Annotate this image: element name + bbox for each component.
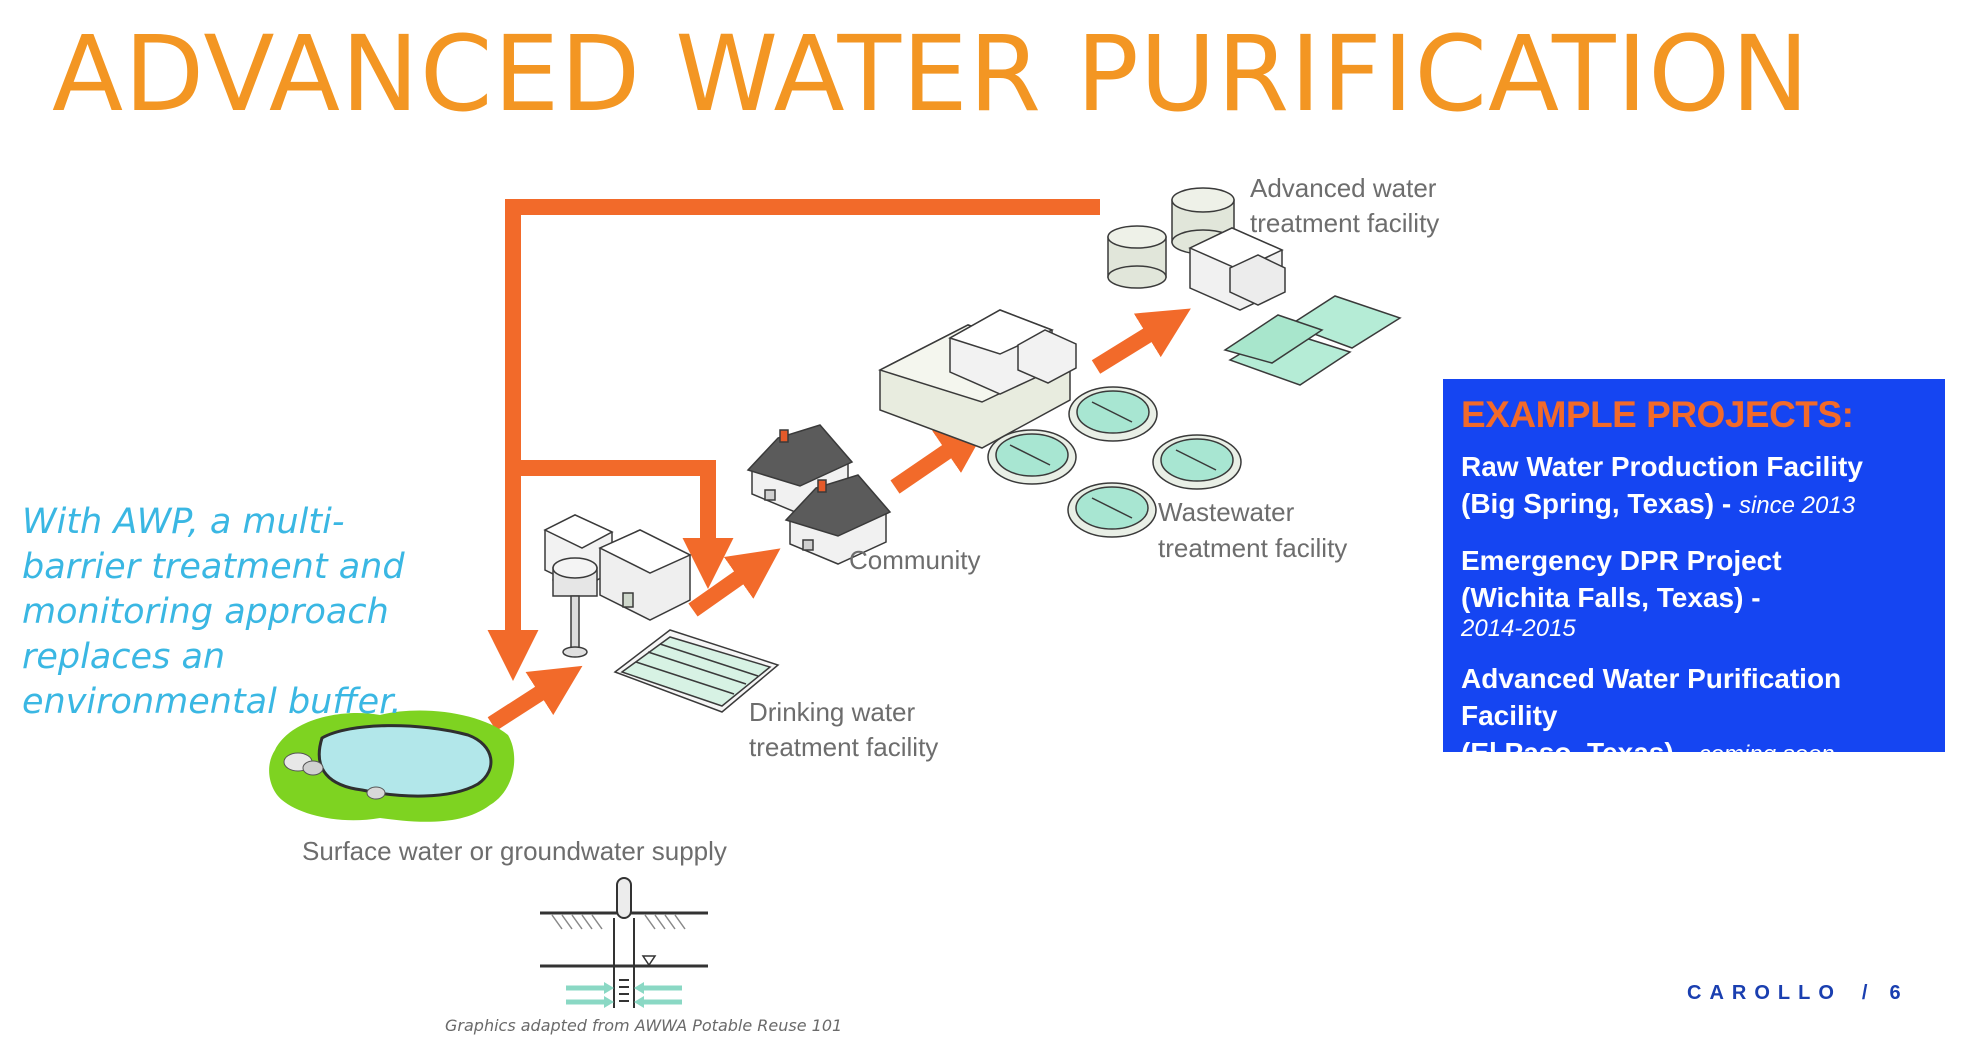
well-illustration xyxy=(540,877,708,1008)
flow-arrows xyxy=(487,199,1191,731)
drinking-water-facility-illustration xyxy=(543,514,780,713)
page-title: ADVANCED WATER PURIFICATION xyxy=(52,13,1810,135)
project-item: Advanced Water Purification Facility (El… xyxy=(1461,660,1929,773)
footer-separator: / xyxy=(1861,982,1868,1004)
arrow-community-to-wwt xyxy=(890,422,989,494)
project-location: (Big Spring, Texas) - xyxy=(1461,488,1732,519)
advanced-water-facility-illustration xyxy=(1107,187,1402,386)
lake-illustration xyxy=(269,710,515,822)
direct-reuse-line xyxy=(487,199,1100,681)
project-location: (El Paso, Texas) - xyxy=(1461,737,1691,768)
drinking-water-label-line2: treatment facility xyxy=(749,732,938,762)
advanced-water-label-line1: Advanced water xyxy=(1250,173,1437,203)
project-item: Emergency DPR Project (Wichita Falls, Te… xyxy=(1461,542,1929,642)
project-years: since 2013 xyxy=(1738,492,1856,519)
awp-side-note: With AWP, a multi-barrier treatment and … xyxy=(22,502,405,722)
project-name: Raw Water Production Facility xyxy=(1461,451,1863,482)
arrow-dwt-to-community xyxy=(688,548,781,617)
advanced-water-label-line2: treatment facility xyxy=(1250,208,1439,238)
arrow-wwt-to-awt xyxy=(1091,308,1191,374)
graphics-credit-caption: Graphics adapted from AWWA Potable Reuse… xyxy=(445,1016,843,1035)
wastewater-label-line2: treatment facility xyxy=(1158,533,1347,563)
arrow-supply-to-dwt xyxy=(487,665,583,731)
example-projects-panel: EXAMPLE PROJECTS: Raw Water Production F… xyxy=(1443,379,1945,768)
slide-footer: CAROLLO / 6 xyxy=(1687,982,1901,1005)
project-name: Advanced Water Purification Facility xyxy=(1461,663,1842,731)
wastewater-label-line1: Wastewater xyxy=(1158,497,1295,527)
brand-name: CAROLLO xyxy=(1687,982,1842,1004)
community-houses-illustration xyxy=(746,424,892,565)
projects-heading: EXAMPLE PROJECTS: xyxy=(1461,394,1854,435)
page-number: 6 xyxy=(1889,982,1901,1004)
project-years: coming soon xyxy=(1698,741,1835,768)
project-location: (Wichita Falls, Texas) - xyxy=(1461,582,1761,613)
project-years: 2014-2015 xyxy=(1461,615,1576,642)
project-item: Raw Water Production Facility (Big Sprin… xyxy=(1461,448,1929,524)
drinking-water-label-line1: Drinking water xyxy=(749,697,916,727)
wastewater-facility-illustration xyxy=(878,309,1242,538)
project-name: Emergency DPR Project xyxy=(1461,545,1782,576)
supply-label: Surface water or groundwater supply xyxy=(302,836,727,866)
community-label: Community xyxy=(849,545,980,575)
indirect-reuse-line xyxy=(513,460,734,589)
